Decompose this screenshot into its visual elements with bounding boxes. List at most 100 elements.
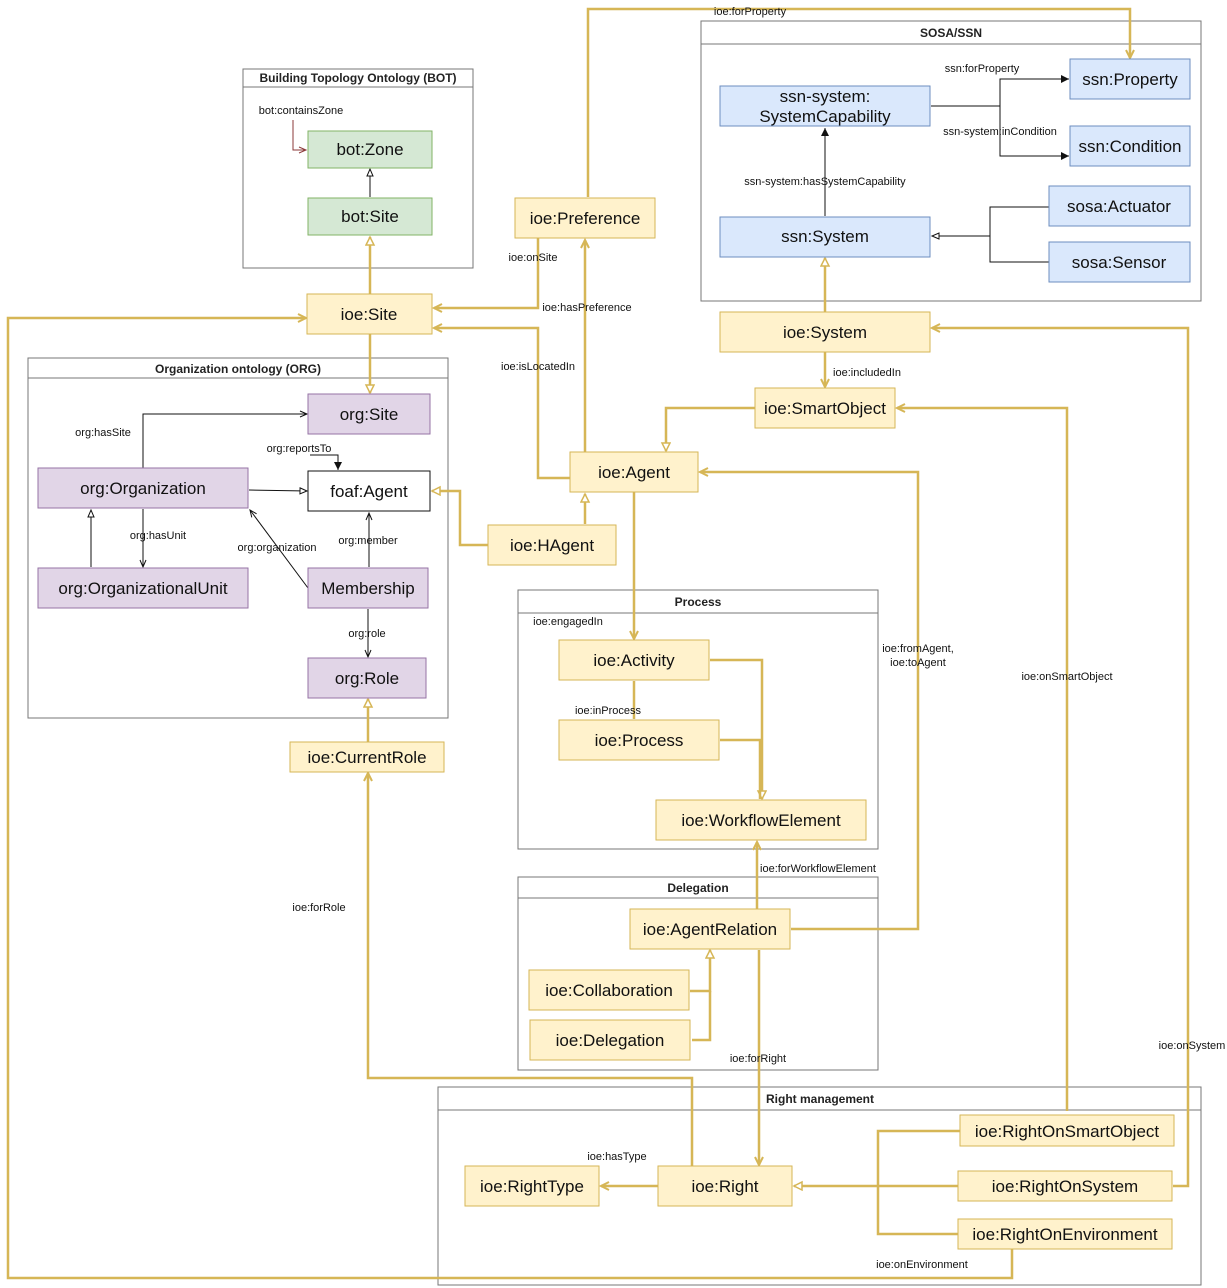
node-sosa-sensor[interactable]: sosa:Sensor bbox=[1048, 241, 1191, 283]
node-ioe-agentrelation-label: ioe:AgentRelation bbox=[643, 920, 777, 939]
node-ioe-workflowelement[interactable]: ioe:WorkflowElement bbox=[655, 799, 867, 841]
node-ioe-righttype[interactable]: ioe:RightType bbox=[464, 1165, 600, 1207]
group-bot: Building Topology Ontology (BOT) bbox=[242, 68, 474, 269]
edge-on-system bbox=[929, 323, 1190, 1188]
label-in-process: ioe:inProcess bbox=[575, 705, 642, 717]
node-ssn-system-capability-label-2: SystemCapability bbox=[759, 107, 891, 126]
node-sosa-actuator[interactable]: sosa:Actuator bbox=[1048, 185, 1191, 227]
node-ioe-preference-label: ioe:Preference bbox=[530, 209, 641, 228]
node-ssn-property-label: ssn:Property bbox=[1082, 70, 1178, 89]
edge-on-site bbox=[431, 238, 540, 313]
label-engaged-in: ioe:engagedIn bbox=[533, 616, 603, 628]
node-ioe-collaboration[interactable]: ioe:Collaboration bbox=[528, 969, 690, 1011]
node-ioe-rightonenvironment[interactable]: ioe:RightOnEnvironment bbox=[957, 1218, 1173, 1250]
node-ioe-delegation[interactable]: ioe:Delegation bbox=[529, 1019, 691, 1061]
node-bot-zone[interactable]: bot:Zone bbox=[307, 130, 433, 169]
node-ioe-collaboration-label: ioe:Collaboration bbox=[545, 981, 673, 1000]
node-org-role-label: org:Role bbox=[335, 669, 399, 688]
label-on-site: ioe:onSite bbox=[509, 252, 558, 264]
node-ioe-currentrole-label: ioe:CurrentRole bbox=[307, 748, 426, 767]
node-ioe-workflowelement-label: ioe:WorkflowElement bbox=[681, 811, 841, 830]
node-ssn-system[interactable]: ssn:System bbox=[719, 216, 931, 258]
label-organization: org:organization bbox=[238, 542, 317, 554]
node-ssn-system-capability[interactable]: ssn-system: SystemCapability bbox=[719, 85, 931, 127]
label-is-located-in: ioe:isLocatedIn bbox=[501, 361, 575, 373]
edge-has-site bbox=[142, 410, 309, 468]
edge-organization-foaf-agent bbox=[248, 487, 309, 495]
node-ssn-condition-label: ssn:Condition bbox=[1078, 137, 1181, 156]
edge-ssn-in-condition bbox=[999, 106, 1069, 160]
label-from-agent: ioe:fromAgent, bbox=[882, 643, 954, 655]
label-reports-to: org:reportsTo bbox=[267, 443, 332, 455]
edge-for-role bbox=[363, 770, 694, 1166]
label-has-unit: org:hasUnit bbox=[130, 530, 186, 542]
group-sosa-title: SOSA/SSN bbox=[920, 26, 982, 40]
group-rights-title: Right management bbox=[766, 1092, 874, 1106]
edge-contains-zone bbox=[292, 120, 308, 154]
node-bot-site[interactable]: bot:Site bbox=[307, 197, 433, 236]
node-org-site[interactable]: org:Site bbox=[307, 393, 431, 435]
node-ioe-agentrelation[interactable]: ioe:AgentRelation bbox=[629, 908, 791, 950]
label-has-system-capability: ssn-system:hasSystemCapability bbox=[744, 176, 906, 188]
group-process: Process bbox=[517, 589, 879, 850]
node-ssn-condition[interactable]: ssn:Condition bbox=[1069, 125, 1191, 167]
node-ioe-right[interactable]: ioe:Right bbox=[657, 1165, 793, 1207]
node-ioe-right-label: ioe:Right bbox=[691, 1177, 758, 1196]
node-membership[interactable]: Membership bbox=[307, 567, 429, 609]
node-foaf-agent-label: foaf:Agent bbox=[330, 482, 408, 501]
node-ioe-system[interactable]: ioe:System bbox=[719, 311, 931, 353]
node-foaf-agent[interactable]: foaf:Agent bbox=[307, 470, 431, 512]
label-has-site: org:hasSite bbox=[75, 427, 131, 439]
node-ioe-system-label: ioe:System bbox=[783, 323, 867, 342]
label-for-role: ioe:forRole bbox=[292, 902, 345, 914]
edge-sensor-system bbox=[989, 236, 1049, 263]
label-included-in: ioe:includedIn bbox=[833, 367, 901, 379]
edge-smartobject-agent bbox=[666, 406, 755, 451]
label-on-system: ioe:onSystem bbox=[1159, 1040, 1226, 1052]
node-ioe-process[interactable]: ioe:Process bbox=[558, 719, 720, 761]
group-rights: Right management bbox=[437, 1086, 1202, 1286]
edge-from-to-agent bbox=[697, 467, 920, 931]
node-ioe-activity[interactable]: ioe:Activity bbox=[558, 639, 710, 681]
label-contains-zone: bot:containsZone bbox=[259, 105, 343, 117]
group-delegation-title: Delegation bbox=[667, 881, 728, 895]
node-ioe-righttype-label: ioe:RightType bbox=[480, 1177, 584, 1196]
edge-ssn-for-property bbox=[931, 75, 1069, 107]
node-org-organizationalunit[interactable]: org:OrganizationalUnit bbox=[37, 567, 249, 609]
node-ioe-currentrole[interactable]: ioe:CurrentRole bbox=[289, 741, 445, 773]
node-ioe-delegation-label: ioe:Delegation bbox=[556, 1031, 665, 1050]
edge-labels: ioe:forProperty bot:containsZone ssn:for… bbox=[75, 6, 1225, 1271]
node-ioe-site[interactable]: ioe:Site bbox=[306, 293, 433, 335]
ontology-edges bbox=[87, 75, 1069, 659]
group-org-title: Organization ontology (ORG) bbox=[155, 362, 321, 376]
label-role: org:role bbox=[348, 628, 385, 640]
node-ioe-rightonsmartobject[interactable]: ioe:RightOnSmartObject bbox=[959, 1114, 1175, 1147]
label-member: org:member bbox=[338, 535, 398, 547]
node-ssn-property[interactable]: ssn:Property bbox=[1069, 58, 1191, 100]
edge-reports-to bbox=[310, 454, 342, 470]
node-ioe-rightonsmartobject-label: ioe:RightOnSmartObject bbox=[975, 1122, 1160, 1141]
node-sosa-sensor-label: sosa:Sensor bbox=[1072, 253, 1167, 272]
node-org-role[interactable]: org:Role bbox=[307, 657, 427, 699]
edge-hagent-foaf-agent bbox=[432, 491, 488, 547]
node-ioe-hagent[interactable]: ioe:HAgent bbox=[487, 524, 617, 566]
node-ioe-site-label: ioe:Site bbox=[341, 305, 398, 324]
node-ssn-system-label: ssn:System bbox=[781, 227, 869, 246]
node-ioe-rightonsystem-label: ioe:RightOnSystem bbox=[992, 1177, 1138, 1196]
node-ioe-preference[interactable]: ioe:Preference bbox=[514, 197, 656, 239]
label-has-type: ioe:hasType bbox=[587, 1151, 646, 1163]
node-ioe-hagent-label: ioe:HAgent bbox=[510, 536, 594, 555]
node-ioe-rightonsystem[interactable]: ioe:RightOnSystem bbox=[957, 1170, 1173, 1202]
edge-on-smart-object bbox=[894, 403, 1069, 1111]
edge-actuator-system bbox=[930, 206, 1049, 240]
node-ioe-agent-label: ioe:Agent bbox=[598, 463, 670, 482]
node-bot-zone-label: bot:Zone bbox=[336, 140, 403, 159]
node-org-organization[interactable]: org:Organization bbox=[37, 467, 249, 509]
node-ioe-smartobject[interactable]: ioe:SmartObject bbox=[754, 387, 896, 429]
group-delegation: Delegation bbox=[517, 876, 879, 1071]
edge-rightonsmartobject-right bbox=[794, 1129, 960, 1186]
node-ioe-agent[interactable]: ioe:Agent bbox=[569, 451, 699, 493]
group-org: Organization ontology (ORG) bbox=[27, 357, 449, 719]
node-ioe-process-label: ioe:Process bbox=[595, 731, 684, 750]
